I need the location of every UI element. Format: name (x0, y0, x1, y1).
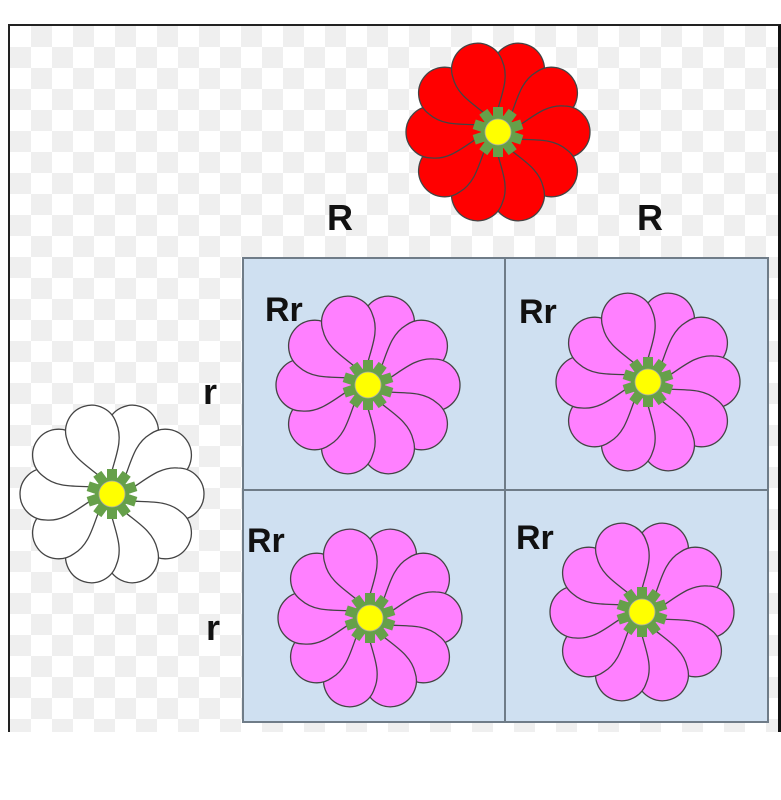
sepal (493, 147, 503, 157)
petal (64, 404, 120, 486)
row-allele-2: r (206, 607, 220, 648)
sepal (479, 108, 494, 123)
sepal (372, 361, 387, 376)
sepal (372, 394, 387, 409)
sepal (493, 107, 503, 117)
sepal (643, 357, 653, 367)
sepal (93, 503, 108, 518)
petal (450, 42, 506, 124)
sepal (107, 509, 117, 519)
sepal (502, 108, 517, 123)
sepal (107, 469, 117, 479)
petal (322, 528, 378, 610)
sepal (502, 141, 517, 156)
sepal (652, 358, 667, 373)
offspring-flower-2-2 (549, 522, 735, 702)
offspring-flower-1-2 (555, 292, 741, 472)
flower-center (634, 368, 662, 396)
sepal (643, 397, 653, 407)
sepal (472, 131, 486, 145)
sepal (374, 627, 389, 642)
sepal (637, 587, 647, 597)
sepal (351, 594, 366, 609)
sepal (342, 372, 356, 386)
cell-genotype-1-2: Rr (519, 293, 557, 331)
sepal (363, 400, 373, 410)
petal (600, 292, 656, 374)
sepal (654, 611, 668, 625)
sepal (349, 361, 364, 376)
sepal (623, 621, 638, 636)
flower-center (484, 118, 512, 146)
petal (320, 295, 376, 377)
sepal (637, 627, 647, 637)
offspring-flower-1-1 (275, 295, 461, 475)
offspring-flower-2-1 (277, 528, 463, 708)
flower-center (356, 604, 384, 632)
flower-center (98, 480, 126, 508)
sepal (510, 131, 524, 145)
sepal (472, 119, 486, 133)
sepal (623, 588, 638, 603)
column-allele-1: R (327, 197, 353, 238)
sepal (616, 599, 630, 613)
sepal (646, 588, 661, 603)
sepal (374, 594, 389, 609)
row-allele-1: r (203, 371, 217, 412)
flower-center (354, 371, 382, 399)
column-allele-2: R (637, 197, 663, 238)
sepal (660, 369, 674, 383)
sepal (365, 633, 375, 643)
flower-center (628, 598, 656, 626)
sepal (86, 493, 100, 507)
sepal (351, 627, 366, 642)
recessive-parent-flower (19, 404, 205, 584)
petal (594, 522, 650, 604)
dominant-parent-flower (405, 42, 591, 222)
sepal (124, 493, 138, 507)
sepal (622, 369, 636, 383)
sepal (646, 621, 661, 636)
sepal (382, 617, 396, 631)
sepal (116, 470, 131, 485)
sepal (652, 391, 667, 406)
sepal (93, 470, 108, 485)
sepal (344, 617, 358, 631)
cell-genotype-2-2: Rr (516, 519, 554, 557)
sepal (616, 611, 630, 625)
sepal (124, 481, 138, 495)
sepal (349, 394, 364, 409)
sepal (622, 381, 636, 395)
cell-genotype-2-1: Rr (247, 522, 285, 560)
sepal (363, 360, 373, 370)
sepal (382, 605, 396, 619)
sepal (380, 372, 394, 386)
sepal (479, 141, 494, 156)
sepal (660, 381, 674, 395)
cell-genotype-1-1: Rr (265, 291, 303, 329)
sepal (629, 358, 644, 373)
sepal (86, 481, 100, 495)
sepal (629, 391, 644, 406)
sepal (365, 593, 375, 603)
sepal (510, 119, 524, 133)
sepal (654, 599, 668, 613)
sepal (380, 384, 394, 398)
sepal (344, 605, 358, 619)
sepal (116, 503, 131, 518)
sepal (342, 384, 356, 398)
